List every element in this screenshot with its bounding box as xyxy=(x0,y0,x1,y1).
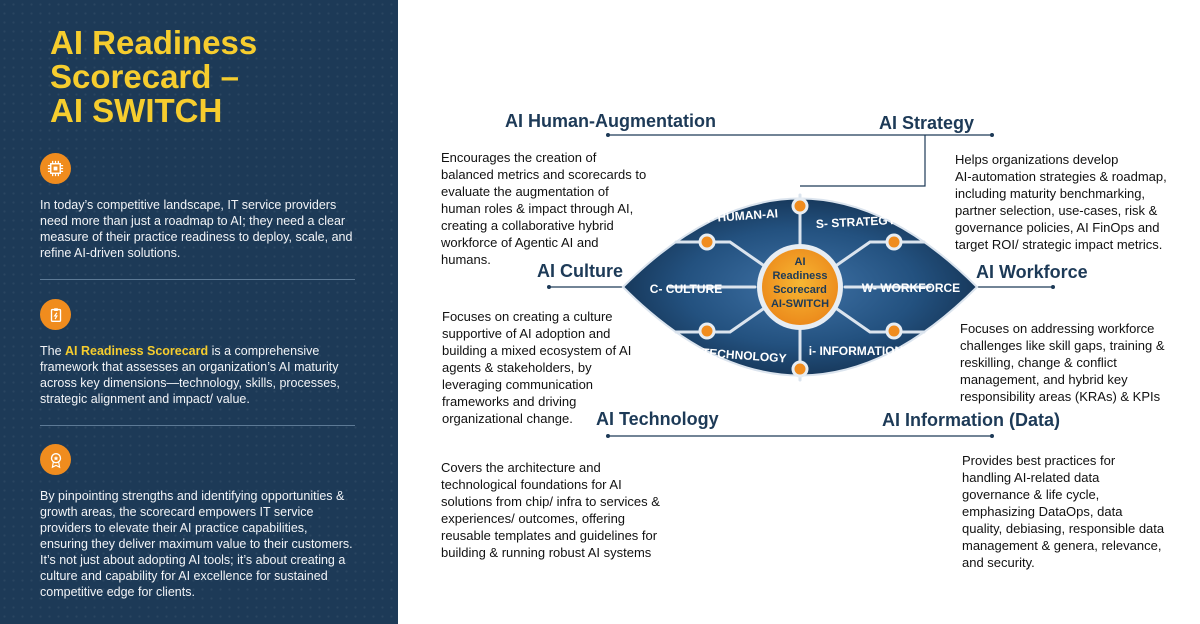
dimension-desc-human: Encourages the creation of balanced metr… xyxy=(441,150,647,267)
core-text-line1: AI xyxy=(795,256,806,268)
node-dot xyxy=(698,233,716,251)
connector-strategy xyxy=(800,135,926,187)
definition-text: The AI Readiness Scorecard is a comprehe… xyxy=(40,343,358,407)
cpu-chip-icon xyxy=(40,153,71,184)
core-text-line2: Readiness xyxy=(772,270,827,282)
node-dot xyxy=(885,233,903,251)
segment-label-information: i- INFORMATION xyxy=(809,344,903,358)
left-panel: AI Readiness Scorecard – AI SWITCH In to… xyxy=(0,0,398,624)
core-circle xyxy=(762,249,838,325)
node-dot xyxy=(698,322,716,340)
divider xyxy=(40,425,355,426)
core-text-line3: Scorecard xyxy=(773,284,827,296)
intro-text: In today’s competitive landscape, IT ser… xyxy=(40,198,353,260)
divider xyxy=(40,279,355,280)
dimension-title-culture: AI Culture xyxy=(537,261,624,281)
dimension-desc-strategy: Helps organizations develop AI-automatio… xyxy=(955,152,1167,252)
page-title: AI Readiness Scorecard – AI SWITCH xyxy=(50,24,258,129)
segment-label-technology: T- TECHNOLOGY xyxy=(688,345,787,366)
dimension-title-strategy: AI Strategy xyxy=(879,113,975,133)
segment-label-workforce: W- WORKFORCE xyxy=(862,281,960,295)
segment-label-human: H- HUMAN-AI xyxy=(701,206,778,225)
dimension-title-information: AI Information (Data) xyxy=(882,410,1060,430)
dimension-title-human: AI Human-Augmentation xyxy=(505,111,716,131)
node-dot xyxy=(791,197,809,215)
award-badge-icon xyxy=(40,444,71,475)
definition-highlight: AI Readiness Scorecard xyxy=(65,344,209,358)
segment-label-culture: C- CULTURE xyxy=(650,282,722,296)
dimension-desc-technology: Covers the architecture and technologica… xyxy=(441,460,660,560)
node-dot xyxy=(791,360,809,378)
segment-label-strategy: S- STRATEGY xyxy=(816,213,896,231)
definition-suffix: is a comprehensive framework that assess… xyxy=(40,344,340,406)
dimension-desc-information: Provides best practices for handling AI-… xyxy=(962,453,1165,570)
dimension-desc-culture: Focuses on creating a culture supportive… xyxy=(442,309,632,426)
dimension-desc-workforce: Focuses on addressing workforce challeng… xyxy=(960,321,1165,404)
benefits-text: By pinpointing strengths and identifying… xyxy=(40,489,353,599)
core-text-line4: AI-SWITCH xyxy=(771,298,829,310)
dimension-title-technology: AI Technology xyxy=(596,409,719,429)
clipboard-icon xyxy=(40,299,71,330)
definition-prefix: The xyxy=(40,344,66,358)
node-dot xyxy=(885,322,903,340)
dimension-title-workforce: AI Workforce xyxy=(976,262,1088,282)
